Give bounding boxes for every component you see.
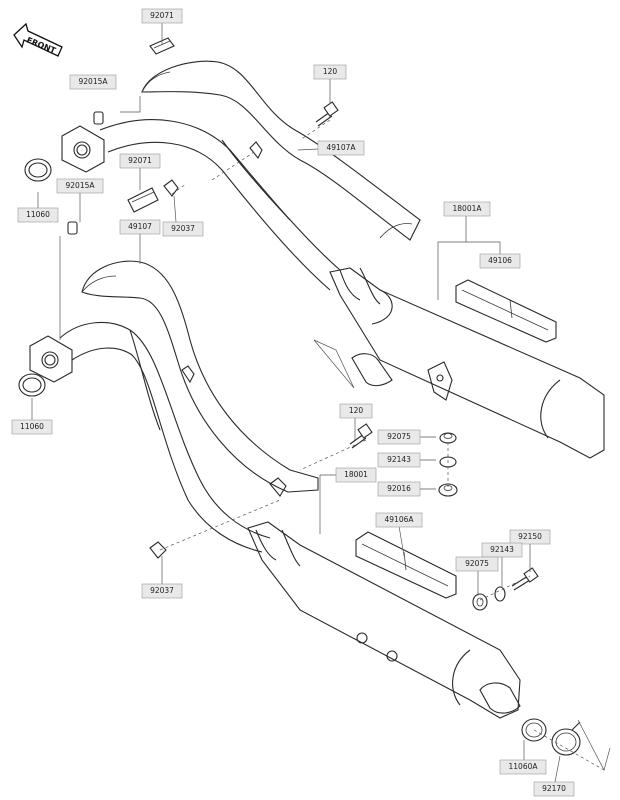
part-label-92150: 92150 bbox=[509, 529, 551, 545]
part-label-120-mid: 120 bbox=[339, 403, 373, 419]
part-number-11060a: 11060A bbox=[509, 762, 539, 771]
part-number-92015a-top: 92015A bbox=[79, 77, 109, 86]
part-number-92037-top: 92037 bbox=[171, 224, 195, 233]
front-direction-arrow: FRONT bbox=[13, 22, 63, 57]
upper-flange bbox=[61, 125, 105, 173]
part-label-11060a: 11060A bbox=[499, 759, 547, 775]
bolt-top bbox=[315, 101, 339, 127]
lower-muffler bbox=[247, 521, 521, 719]
nut-92075-bottom bbox=[472, 593, 488, 611]
stud-mid bbox=[67, 221, 78, 235]
part-label-49106: 49106 bbox=[479, 253, 521, 269]
upper-exhaust-pipe bbox=[99, 60, 421, 291]
part-number-92150: 92150 bbox=[518, 532, 542, 541]
part-label-49106a: 49106A bbox=[375, 512, 423, 528]
lower-flange bbox=[29, 335, 73, 383]
part-number-92037-bottom: 92037 bbox=[150, 586, 174, 595]
part-label-11060-bottom: 11060 bbox=[11, 419, 53, 435]
part-label-92071-mid: 92071 bbox=[119, 153, 161, 169]
part-number-92071-mid: 92071 bbox=[128, 156, 152, 165]
bolt-mid bbox=[349, 423, 373, 449]
grommet-92016 bbox=[438, 483, 458, 497]
part-label-92075-top: 92075 bbox=[377, 429, 421, 445]
part-number-92016: 92016 bbox=[387, 484, 411, 493]
part-number-92075-bottom: 92075 bbox=[465, 559, 489, 568]
part-label-92015a-top: 92015A bbox=[69, 74, 117, 90]
part-number-92143-bottom: 92143 bbox=[490, 545, 514, 554]
part-number-49107a: 49107A bbox=[327, 143, 357, 152]
part-label-92037-top: 92037 bbox=[162, 221, 204, 237]
leader-lines bbox=[31, 23, 611, 783]
part-number-92071-top: 92071 bbox=[150, 11, 174, 20]
part-number-120-mid: 120 bbox=[349, 406, 364, 415]
part-number-49106a: 49106A bbox=[385, 515, 415, 524]
part-label-92143-bottom: 92143 bbox=[481, 542, 523, 558]
part-number-92075-top: 92075 bbox=[387, 432, 411, 441]
part-number-11060-bottom: 11060 bbox=[20, 422, 44, 431]
part-label-120-top: 120 bbox=[313, 64, 347, 80]
part-label-18001: 18001 bbox=[335, 467, 377, 483]
part-number-11060-top: 11060 bbox=[26, 210, 50, 219]
part-number-49106: 49106 bbox=[488, 256, 512, 265]
part-number-18001: 18001 bbox=[344, 470, 368, 479]
pad-mid bbox=[127, 187, 159, 213]
part-number-49107: 49107 bbox=[128, 222, 152, 231]
washer-92143-bottom bbox=[494, 586, 506, 602]
part-label-92071-top: 92071 bbox=[141, 8, 183, 24]
part-label-49107: 49107 bbox=[119, 219, 161, 235]
part-label-49107a: 49107A bbox=[317, 140, 365, 156]
part-number-18001a: 18001A bbox=[453, 204, 483, 213]
bolt-92150 bbox=[511, 567, 539, 591]
part-label-92015a-mid: 92015A bbox=[56, 178, 104, 194]
clip-bottom bbox=[149, 541, 167, 559]
part-label-11060-top: 11060 bbox=[17, 207, 59, 223]
part-label-18001a: 18001A bbox=[443, 201, 491, 217]
part-number-92143-top: 92143 bbox=[387, 455, 411, 464]
part-label-92075-bottom: 92075 bbox=[455, 556, 499, 572]
gasket-bottom bbox=[18, 373, 46, 397]
gasket-top bbox=[24, 158, 52, 182]
part-number-92015a-mid: 92015A bbox=[66, 181, 96, 190]
stud-top bbox=[93, 111, 104, 125]
part-label-92037-bottom: 92037 bbox=[141, 583, 183, 599]
part-label-92016: 92016 bbox=[377, 481, 421, 497]
clamp-92170 bbox=[551, 721, 581, 756]
part-number-120-top: 120 bbox=[323, 67, 338, 76]
part-number-92170: 92170 bbox=[542, 784, 566, 793]
part-label-92143-top: 92143 bbox=[377, 452, 421, 468]
clip-top bbox=[163, 179, 179, 197]
upper-muffler bbox=[329, 267, 605, 459]
lower-exhaust-pipe bbox=[59, 260, 319, 553]
part-label-92170: 92170 bbox=[533, 781, 575, 797]
nut-92075-top bbox=[439, 432, 457, 444]
